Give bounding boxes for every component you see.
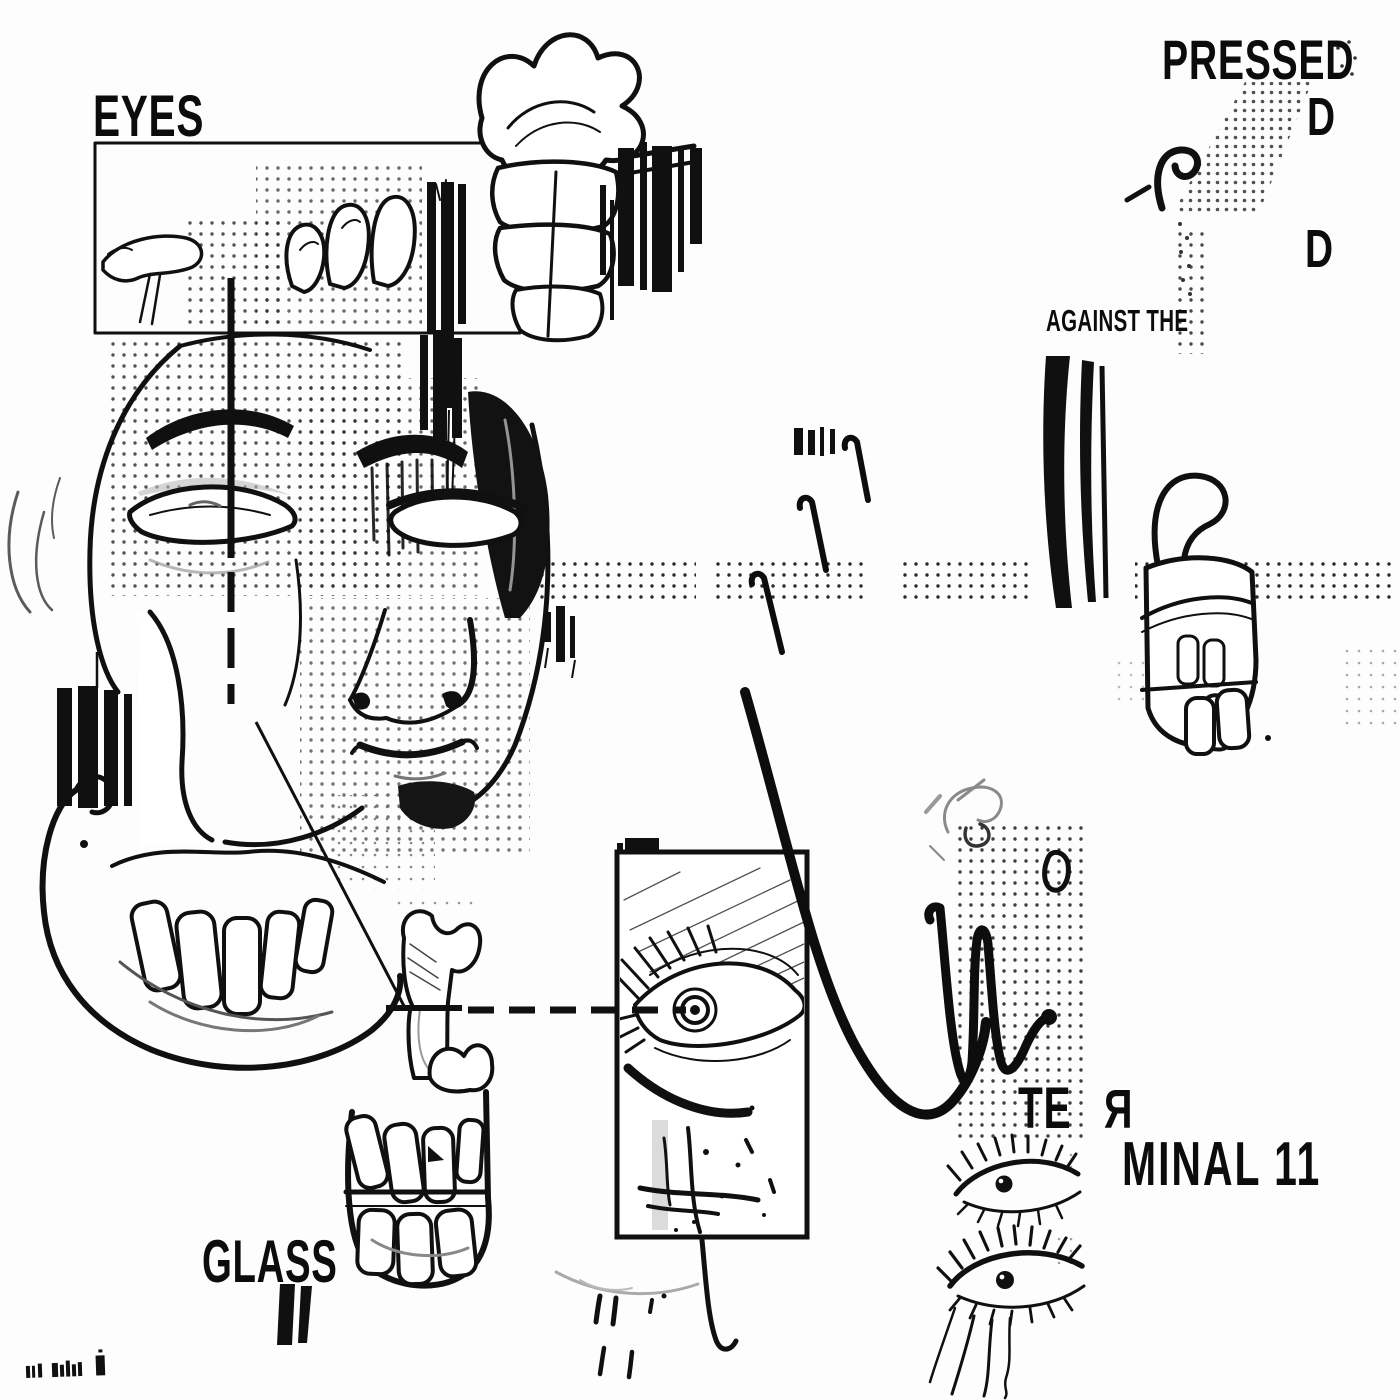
jaw-teeth-fragment-illustration xyxy=(343,1043,495,1289)
against-the-label: AGAINST THE xyxy=(1046,303,1189,338)
chin-shadow xyxy=(398,781,476,829)
pressed-label: PRESSED xyxy=(1162,28,1355,91)
eye-in-frame-illustration xyxy=(614,849,810,1240)
fine-print-marks xyxy=(25,1349,106,1378)
face-left-outline xyxy=(87,343,183,695)
molar-teeth xyxy=(129,897,335,1016)
pupil xyxy=(690,1005,700,1015)
glitched-face-illustration xyxy=(7,330,551,848)
ink-spatter xyxy=(674,1105,766,1232)
pencil-sketch-fragment xyxy=(924,778,1003,861)
eye-frame-rectangle xyxy=(614,849,810,1240)
eyes-label: EYES xyxy=(93,84,205,149)
d-lower-label: D xyxy=(1305,219,1334,279)
top-left-frame xyxy=(93,141,522,335)
right-eyebrow xyxy=(356,434,468,468)
torn-edge xyxy=(147,609,215,843)
minal-11-label: MINAL 11 xyxy=(1122,1130,1322,1199)
mouth xyxy=(350,738,479,781)
eye-outline xyxy=(632,961,804,1048)
hook-stroke xyxy=(796,494,829,573)
hook-stroke xyxy=(748,570,785,655)
te-label: TE xyxy=(1018,1076,1072,1141)
hook-stroke xyxy=(841,434,871,503)
lower-teeth-row xyxy=(355,1207,479,1287)
eye-drip-lines xyxy=(928,1306,1012,1400)
pointing-finger-illustration xyxy=(101,234,204,326)
lower-brow-stroke xyxy=(623,1063,753,1118)
ink-scribble-stroke xyxy=(740,434,1057,1120)
nose xyxy=(348,608,478,725)
left-eye xyxy=(127,484,298,545)
dashed-pointer-line xyxy=(386,1005,686,1014)
right-eye xyxy=(388,494,524,548)
top-right-hook xyxy=(1124,40,1357,296)
ear-sketch xyxy=(7,477,61,614)
dot-trail xyxy=(1178,40,1357,296)
sketched-eye-upper xyxy=(946,1133,1082,1228)
oval-ink-mark xyxy=(1042,849,1071,893)
vertebra-bone-illustration xyxy=(435,32,697,343)
glass-label: GLASS xyxy=(202,1228,338,1295)
eye-lashes xyxy=(620,924,718,1054)
sketched-eye-pair-illustration xyxy=(928,1133,1086,1400)
upper-teeth-row xyxy=(344,1113,486,1205)
bottom-center-marks xyxy=(554,1237,739,1380)
d-upper-label: D xyxy=(1307,87,1336,147)
left-eyebrow xyxy=(146,409,294,450)
thin-diagonal-line xyxy=(254,721,406,1007)
knuckle-fingers-illustration xyxy=(284,194,417,294)
reversed-r-label: Я xyxy=(1104,1078,1134,1140)
sketched-eye-lower xyxy=(928,1224,1086,1400)
mandible-illustration xyxy=(39,774,404,1071)
drip-line xyxy=(699,1237,739,1352)
bone-tooth-fragment-illustration xyxy=(1140,472,1271,756)
